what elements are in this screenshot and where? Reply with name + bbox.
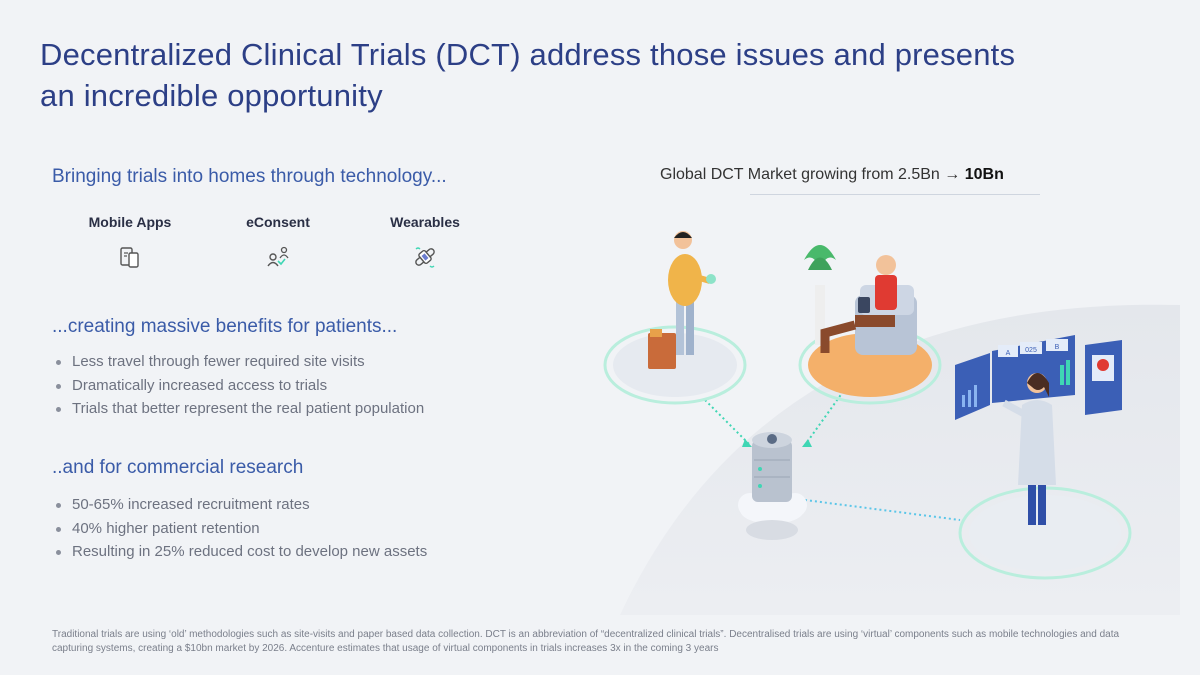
wearables-icon <box>415 247 435 268</box>
heading-technology: Bringing trials into homes through techn… <box>52 166 447 187</box>
feature-label: eConsent <box>246 214 310 230</box>
cloud-server <box>738 432 807 540</box>
list-item: 50-65% increased recruitment rates <box>54 493 427 517</box>
home-patient-platform <box>603 231 747 405</box>
commercial-benefits-list: 50-65% increased recruitment rates 40% h… <box>54 493 427 564</box>
market-growth-highlight: 10Bn <box>964 166 1004 183</box>
footnote: Traditional trials are using ‘old’ metho… <box>52 629 1120 654</box>
list-item: Dramatically increased access to trials <box>54 374 424 398</box>
heading-patient-benefits: ...creating massive benefits for patient… <box>52 316 398 337</box>
dct-illustration: A 025 B <box>603 231 1180 615</box>
home-elderly-patient-platform <box>798 245 942 405</box>
research-team-platform: A 025 B <box>955 335 1132 580</box>
connection-arrows <box>704 374 961 521</box>
feature-econsent: eConsent <box>223 214 333 270</box>
list-item: 40% higher patient retention <box>54 517 427 541</box>
market-growth-prefix: Global DCT Market growing from 2.5Bn → <box>660 166 961 183</box>
econsent-icon <box>267 246 289 267</box>
patient-benefits-list: Less travel through fewer required site … <box>54 350 424 421</box>
divider <box>750 194 1040 195</box>
screen-label: 025 <box>1025 347 1037 354</box>
list-item: Trials that better represent the real pa… <box>54 397 424 421</box>
mobile-apps-icon <box>120 247 139 268</box>
feature-label: Mobile Apps <box>88 214 172 230</box>
heading-commercial-research: ..and for commercial research <box>52 457 304 478</box>
screen-label: B <box>1055 344 1060 351</box>
screen-label: A <box>1006 350 1011 357</box>
list-item: Less travel through fewer required site … <box>54 350 424 374</box>
market-growth-caption: Global DCT Market growing from 2.5Bn → 1… <box>660 166 1004 184</box>
slide-title: Decentralized Clinical Trials (DCT) addr… <box>40 37 1016 113</box>
feature-mobile-apps: Mobile Apps <box>75 214 185 270</box>
feature-label: Wearables <box>390 214 460 230</box>
feature-wearables: Wearables <box>370 214 480 270</box>
list-item: Resulting in 25% reduced cost to develop… <box>54 540 427 564</box>
